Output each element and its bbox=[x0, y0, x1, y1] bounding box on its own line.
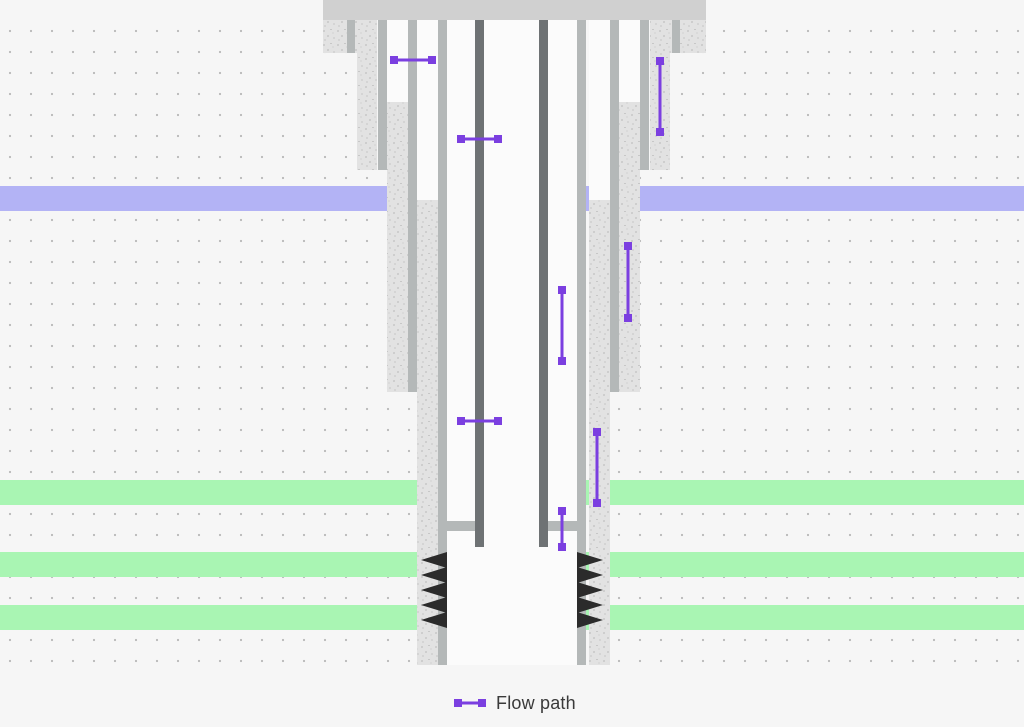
surface-casing-right bbox=[640, 20, 649, 170]
tubing-right bbox=[539, 20, 548, 547]
perforation-left-1 bbox=[421, 552, 447, 568]
conductor-casing-right bbox=[672, 20, 680, 53]
production-cement-left-lower bbox=[417, 392, 438, 665]
perforation-right-4 bbox=[577, 597, 603, 613]
production-casing-right bbox=[577, 20, 586, 665]
perforation-right-2 bbox=[577, 567, 603, 583]
flow-path-marker bbox=[390, 56, 436, 64]
wellhead bbox=[323, 0, 706, 20]
production-annulus-right bbox=[589, 20, 610, 200]
intermediate-casing-right bbox=[610, 20, 619, 392]
wellbore-interior bbox=[447, 20, 577, 665]
legend-label: Flow path bbox=[496, 692, 576, 713]
tubing-left bbox=[475, 20, 484, 547]
perforation-left-5 bbox=[421, 612, 447, 628]
intermediate-casing-left bbox=[408, 20, 417, 392]
perforation-right-3 bbox=[577, 582, 603, 598]
conductor-casing-left bbox=[347, 20, 355, 53]
flow-path-markers bbox=[390, 56, 664, 551]
perforation-left-2 bbox=[421, 567, 447, 583]
perforation-right-5 bbox=[577, 612, 603, 628]
intermediate-annulus-right bbox=[619, 20, 640, 102]
surface-casing-left bbox=[378, 20, 387, 170]
perforations-right bbox=[577, 552, 603, 628]
perforations-left bbox=[421, 552, 447, 628]
flow-path-marker bbox=[457, 135, 502, 143]
flow-path-marker bbox=[656, 57, 664, 136]
flow-path-marker bbox=[558, 507, 566, 551]
production-annulus-left bbox=[417, 20, 438, 200]
flow-path-marker bbox=[593, 428, 601, 507]
production-cement-right-lower bbox=[589, 392, 610, 665]
legend: Flow path bbox=[454, 690, 576, 716]
packer-left bbox=[447, 521, 475, 531]
flow-path-marker-icon bbox=[454, 699, 486, 707]
perforation-left-4 bbox=[421, 597, 447, 613]
upper-cement-left bbox=[357, 20, 377, 170]
production-casing-left bbox=[438, 20, 447, 665]
perforation-left-3 bbox=[421, 582, 447, 598]
flow-path-marker bbox=[558, 286, 566, 365]
perforation-right-1 bbox=[577, 552, 603, 568]
intermediate-cement-left-lower bbox=[387, 170, 408, 392]
flow-path-marker bbox=[457, 417, 502, 425]
flow-path-marker bbox=[624, 242, 632, 322]
